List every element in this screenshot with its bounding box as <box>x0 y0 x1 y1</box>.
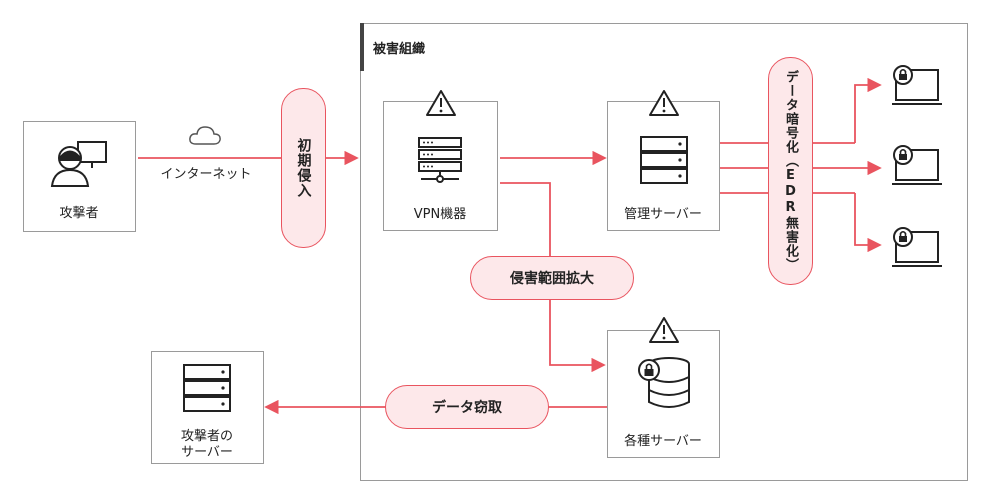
warning-icon <box>426 90 456 116</box>
victim-organization-frame <box>360 23 968 481</box>
step-lateral-expansion: 侵害範囲拡大 <box>470 256 634 300</box>
hacker-icon <box>50 141 107 187</box>
internet-label: インターネット <box>160 167 252 182</box>
attacker-server-box: 攻撃者の サーバー <box>151 351 264 464</box>
step-initial-intrusion: 初期侵入 <box>281 88 326 248</box>
arrow-to-laptop-3 <box>854 193 882 253</box>
attacker-server-label-2: サーバー <box>181 445 233 460</box>
attacker-server-label-1: 攻撃者の <box>180 429 233 444</box>
laptop-icon <box>892 145 942 185</box>
server-icon <box>183 364 231 412</box>
vpn-device-icon <box>418 137 462 183</box>
org-title: 被害組織 <box>373 42 426 57</box>
step-data-exfiltration: データ窃取 <box>385 385 549 429</box>
vpn-box: VPN機器 <box>383 101 498 231</box>
vpn-label: VPN機器 <box>413 207 467 222</box>
attacker-box: 攻撃者 <box>23 121 136 232</box>
database-icon <box>638 357 690 408</box>
org-title-bar <box>360 23 364 71</box>
laptop-icon <box>892 65 942 105</box>
mgmt-server-label: 管理サーバー <box>624 207 702 222</box>
cloud-icon <box>189 126 221 145</box>
laptop-icon <box>892 227 942 267</box>
arrow-to-laptop-1 <box>854 77 882 143</box>
warning-icon <box>649 317 679 343</box>
various-servers-label: 各種サーバー <box>624 434 702 449</box>
attacker-label: 攻撃者 <box>59 206 99 221</box>
warning-icon <box>649 90 679 116</box>
server-icon <box>640 136 688 184</box>
step-data-encryption: データ暗号化（EDR無害化） <box>768 57 813 285</box>
